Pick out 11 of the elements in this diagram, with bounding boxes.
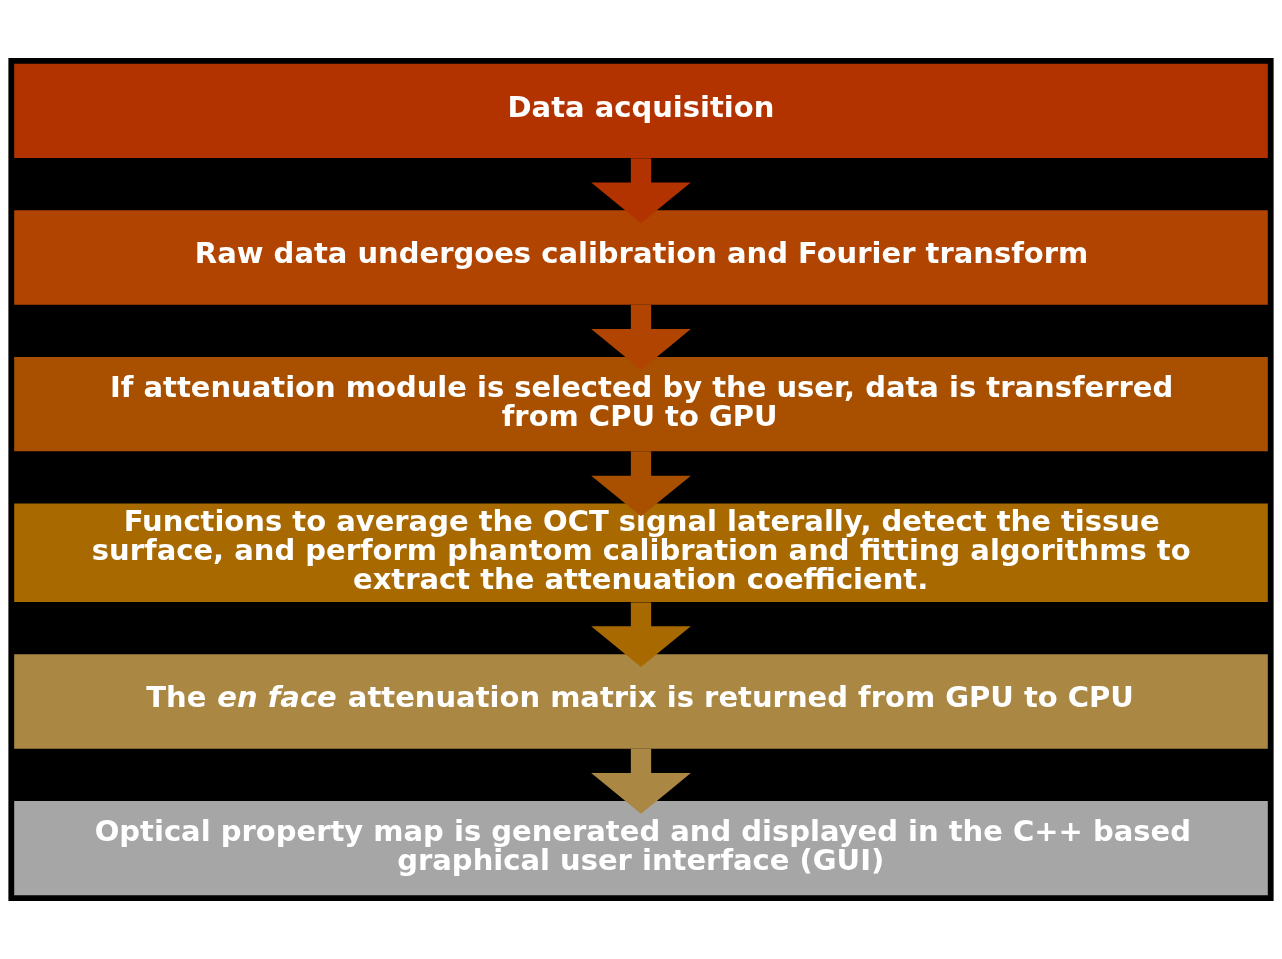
- node-box: If attenuation module is selected by the user, data is transferred from CPU to GPU: [14, 356, 1268, 452]
- arrow: [591, 158, 691, 224]
- node-box: Data acquisition: [14, 63, 1268, 159]
- node-box: Optical property map is generated and displayed in the C++ based graphical user interface (GUI): [14, 800, 1268, 896]
- node-box: Functions to average the OCT signal laterally, detect the tissue surface, and perform phantom calibration and fitting algorithms to extract the attenuation coefficient.: [14, 503, 1268, 603]
- node-box: Raw data undergoes calibration and Fourier transform: [14, 210, 1268, 305]
- arrow: [591, 451, 691, 517]
- node-box: The en face attenuation matrix is returned from GPU to CPU: [14, 654, 1268, 749]
- arrow: [591, 748, 691, 814]
- arrow: [591, 602, 691, 668]
- arrow: [591, 304, 691, 370]
